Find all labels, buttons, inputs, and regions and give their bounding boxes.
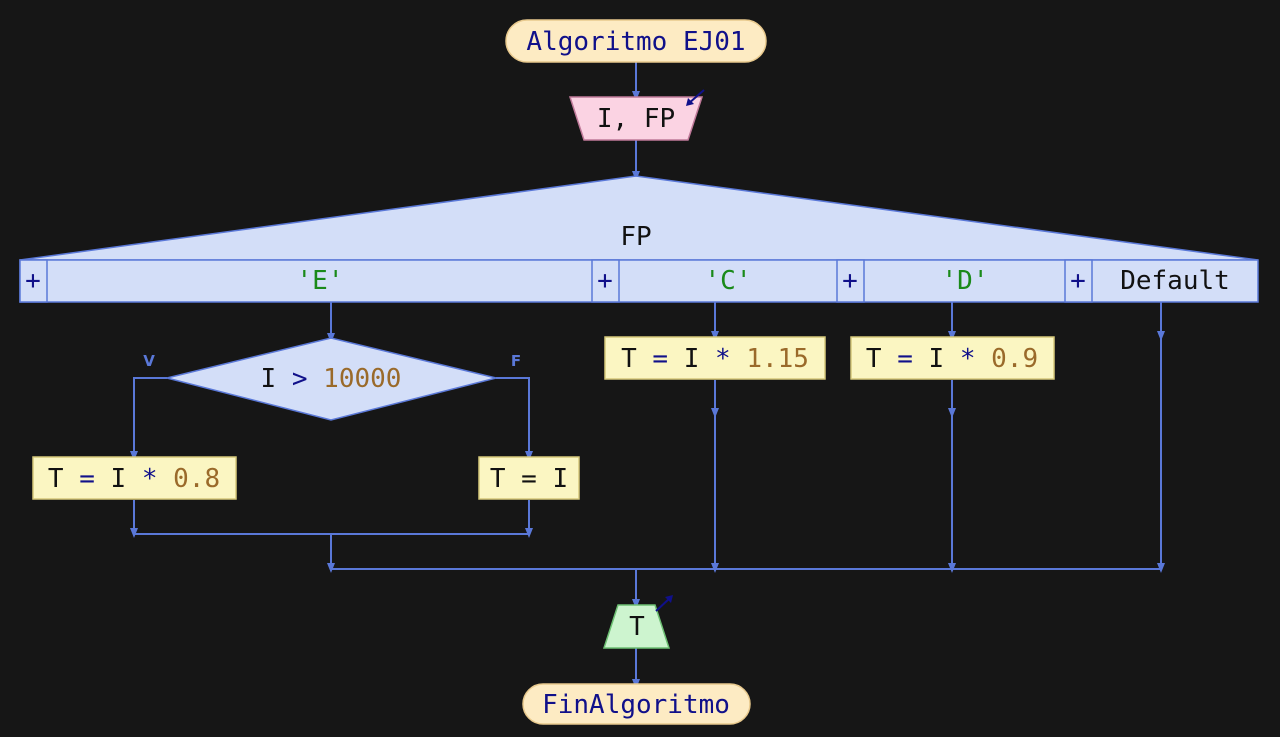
end-label: FinAlgoritmo: [542, 690, 730, 720]
case-label-d[interactable]: 'D': [942, 266, 989, 296]
assign-d-text: T = I * 0.9: [866, 344, 1038, 374]
assign-c-text: T = I * 1.15: [621, 344, 809, 374]
add-case-button-c[interactable]: +: [591, 259, 620, 303]
start-label: Algoritmo EJ01: [526, 27, 745, 57]
switch-variable: FP: [620, 222, 651, 252]
assign-false-text: T = I: [490, 464, 568, 494]
assign-d-block[interactable]: T = I * 0.9: [850, 336, 1055, 380]
plus-icon: +: [25, 266, 41, 296]
add-case-button-default[interactable]: +: [1064, 259, 1093, 303]
output-vars: T: [629, 612, 645, 642]
case-label-e[interactable]: 'E': [297, 266, 344, 296]
add-case-button-e[interactable]: +: [19, 259, 48, 303]
arrow-decision-false: [496, 377, 533, 461]
arrow-decision-true: [130, 377, 167, 461]
true-branch-label: V: [143, 352, 155, 370]
case-label-c[interactable]: 'C': [705, 266, 752, 296]
end-terminal[interactable]: FinAlgoritmo: [522, 683, 751, 725]
plus-icon: +: [842, 266, 858, 296]
switch-block[interactable]: FP + + + + 'E' 'C' 'D' Default: [19, 175, 1259, 303]
input-vars: I, FP: [597, 104, 675, 134]
false-branch-label: F: [511, 352, 521, 370]
output-block[interactable]: T: [602, 595, 673, 649]
input-block[interactable]: I, FP: [568, 89, 705, 141]
decision-block[interactable]: I > 10000 V F: [143, 337, 521, 421]
decision-condition: I > 10000: [261, 364, 402, 394]
plus-icon: +: [1070, 266, 1086, 296]
connectors: [130, 62, 1165, 689]
assign-true-text: T = I * 0.8: [48, 464, 220, 494]
start-terminal[interactable]: Algoritmo EJ01: [505, 19, 767, 63]
input-arrow-icon: [686, 89, 705, 106]
output-arrow-icon: [655, 595, 673, 612]
case-label-default[interactable]: Default: [1120, 266, 1230, 296]
assign-c-block[interactable]: T = I * 1.15: [604, 336, 826, 380]
assign-true-block[interactable]: T = I * 0.8: [32, 456, 237, 500]
switch-cases-bar: [19, 259, 1259, 303]
add-case-button-d[interactable]: +: [836, 259, 865, 303]
assign-false-block[interactable]: T = I: [478, 456, 580, 500]
plus-icon: +: [597, 266, 613, 296]
